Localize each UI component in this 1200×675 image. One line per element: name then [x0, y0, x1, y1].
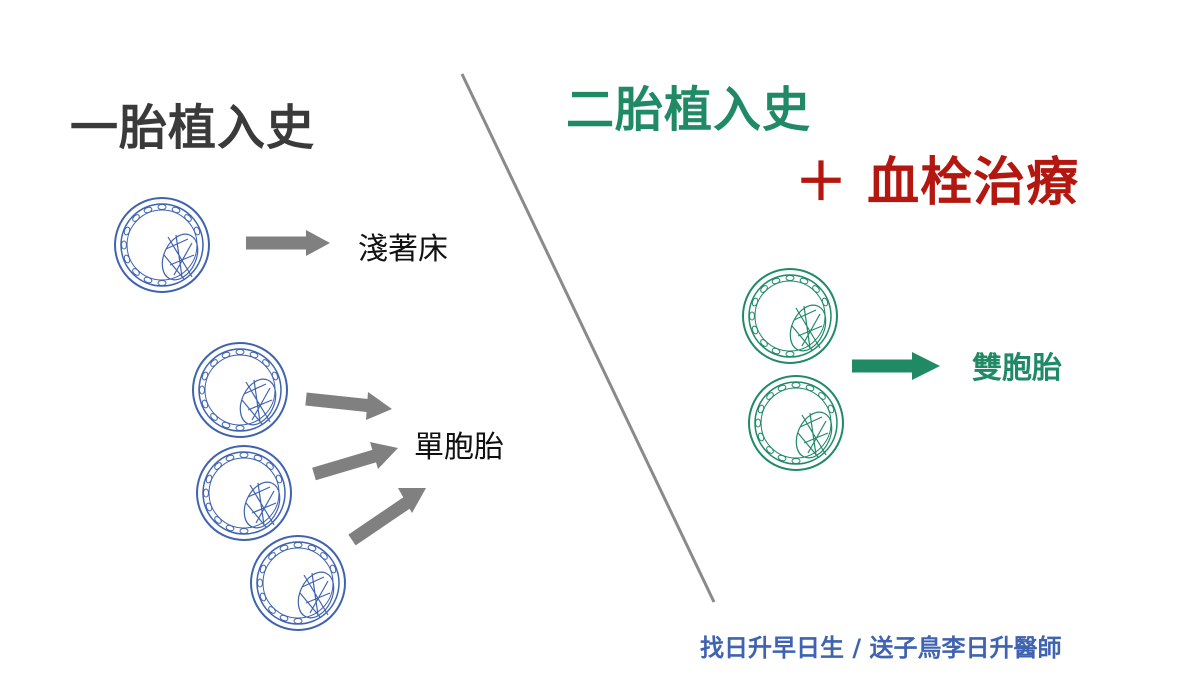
right-arrow-icon	[852, 352, 940, 380]
right-title: 二胎植入史	[566, 82, 812, 138]
shallow-implantation-label: 淺著床	[358, 232, 448, 267]
right-addon-title: ＋ 血栓治療	[795, 153, 1080, 213]
footer-credit: 找日升早日生 / 送子鳥李日升醫師	[700, 634, 1062, 662]
embryo-singleton-3	[250, 535, 346, 631]
right-arrow-icon	[305, 392, 392, 420]
right-arrow-icon	[312, 442, 398, 481]
embryo-singleton-1	[192, 342, 288, 438]
embryo-shallow	[114, 197, 210, 293]
embryo-singleton-2	[196, 445, 292, 541]
embryo-twin-2	[748, 375, 844, 471]
twins-label: 雙胞胎	[972, 351, 1062, 386]
right-arrow-icon	[348, 488, 426, 546]
right-arrow-icon	[246, 230, 330, 256]
singleton-label: 單胞胎	[414, 430, 504, 465]
divider-line	[460, 73, 716, 603]
left-title: 一胎植入史	[70, 100, 316, 156]
embryo-twin-1	[742, 268, 838, 364]
